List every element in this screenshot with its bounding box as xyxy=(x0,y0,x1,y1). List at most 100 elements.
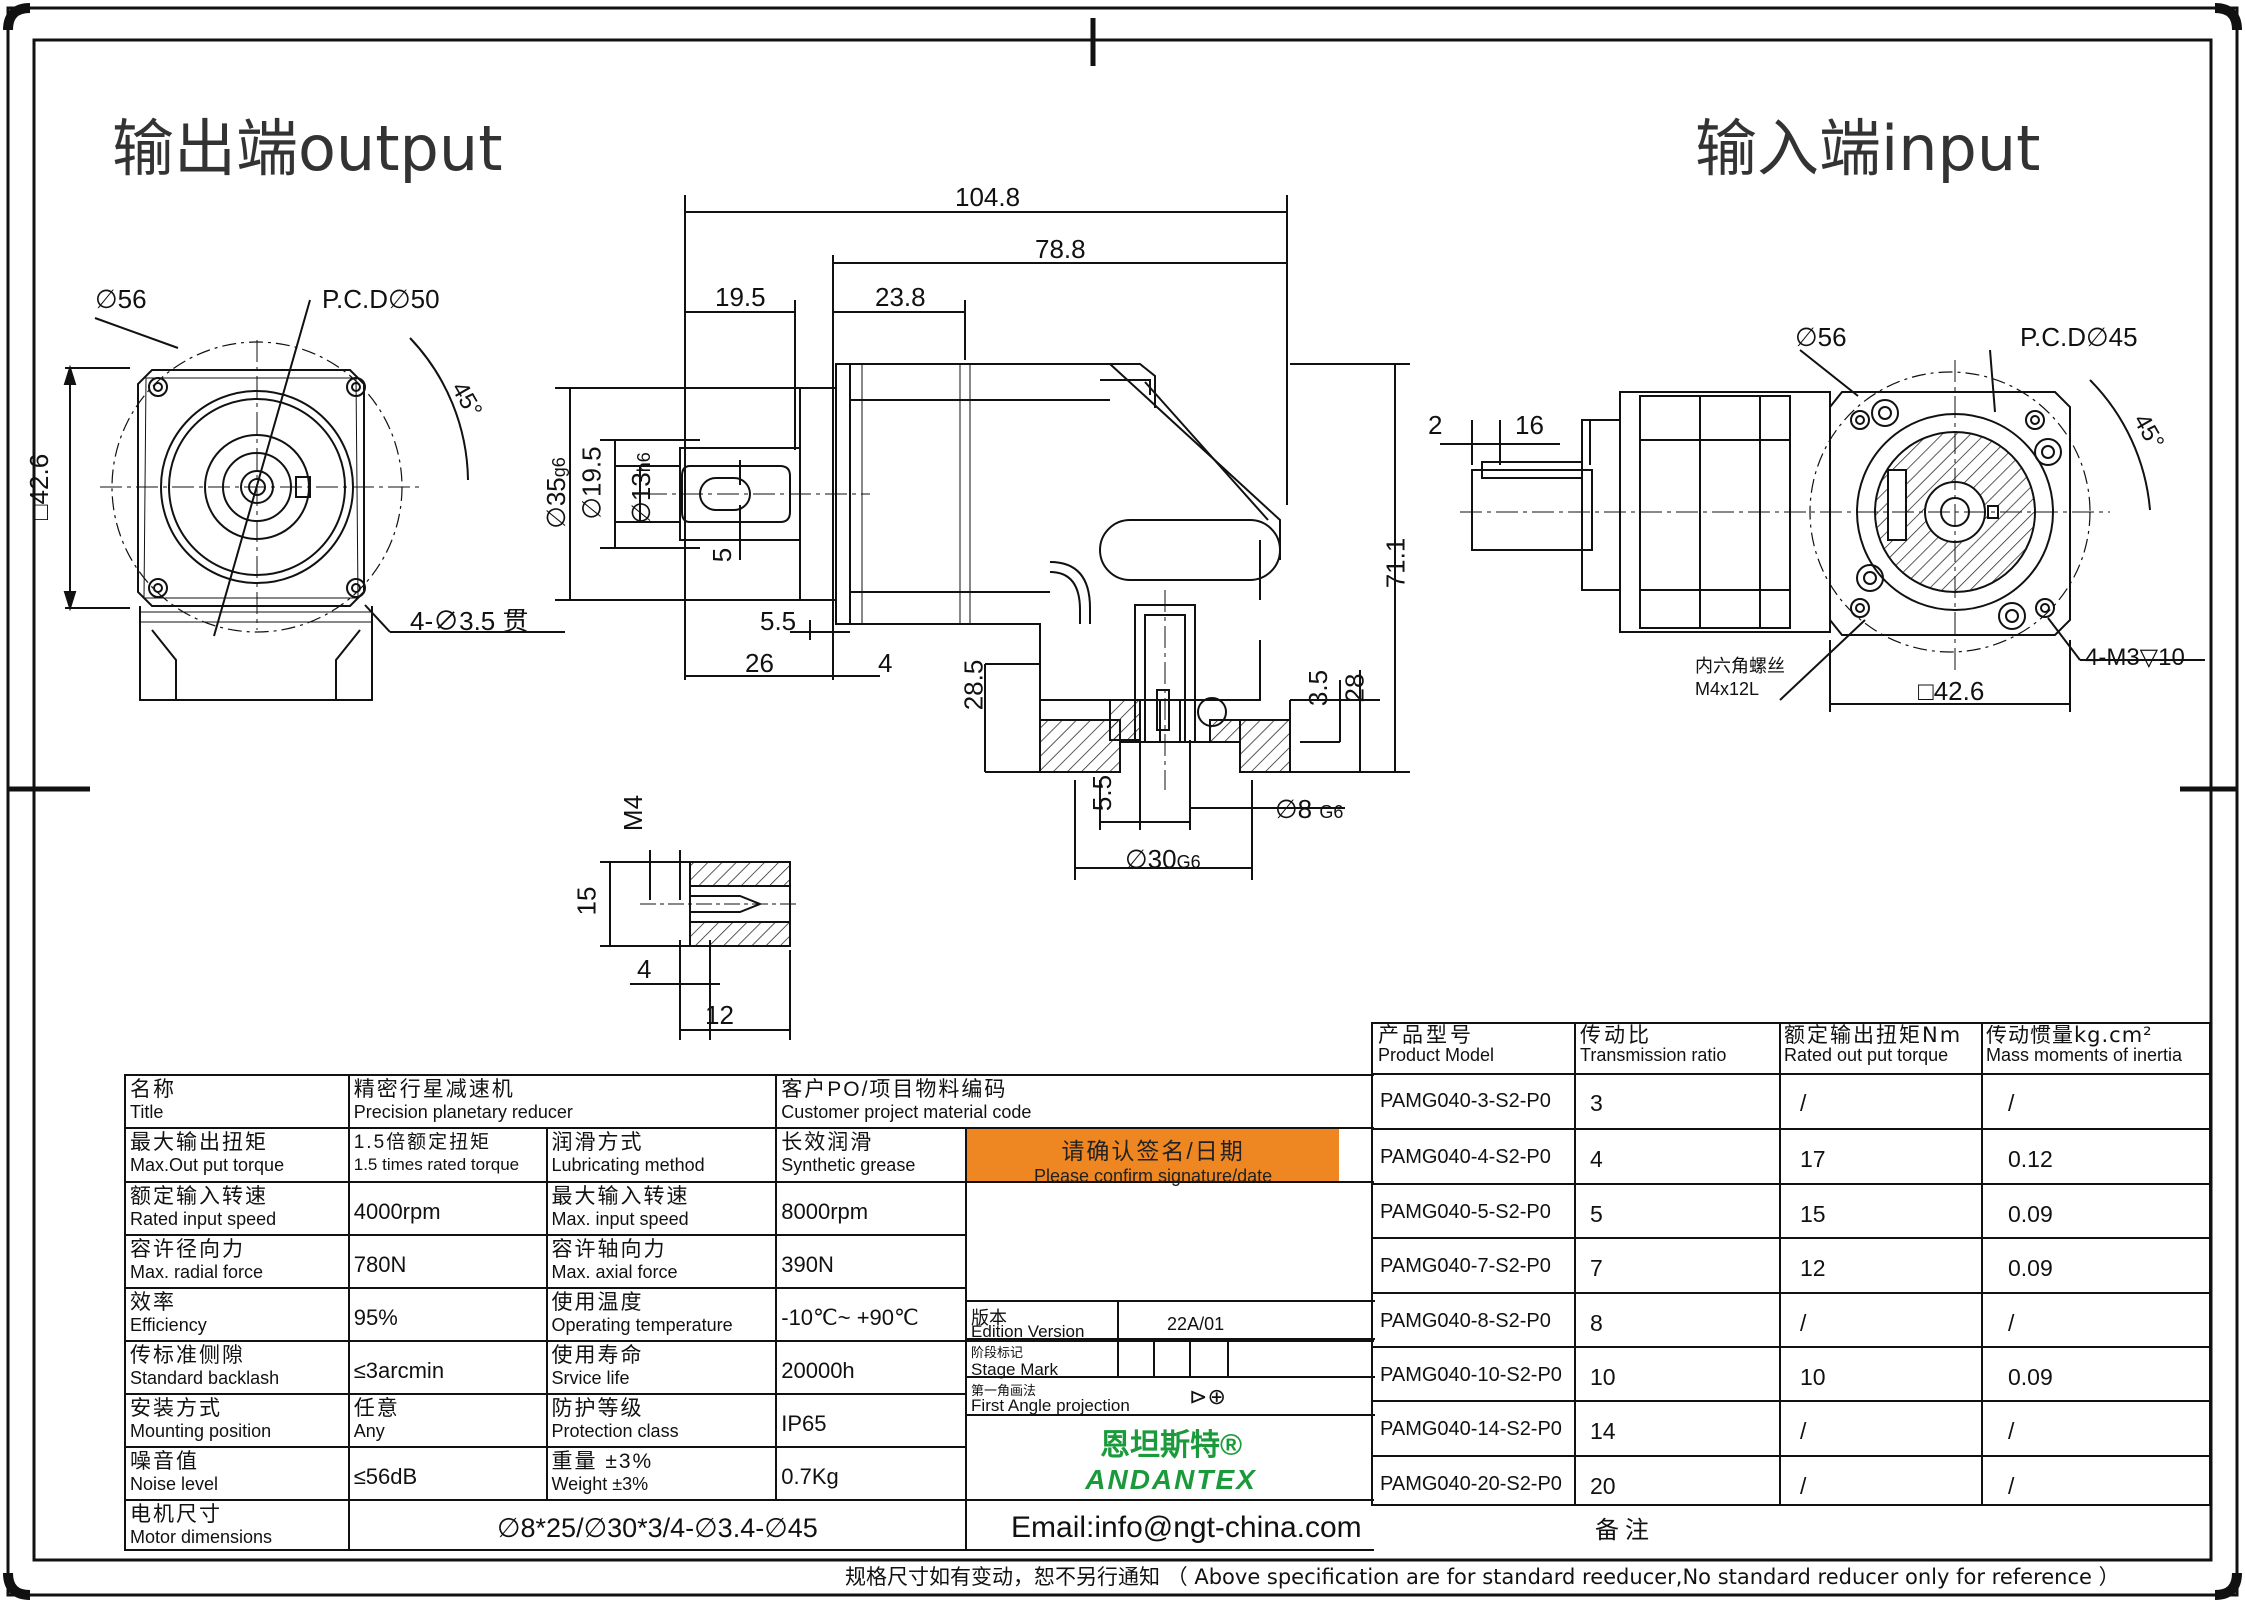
input-flange-view xyxy=(1440,349,2205,712)
wt-cn: 重量 ±3% xyxy=(551,1450,654,1473)
dim-dia-30: ∅30G6 xyxy=(1125,846,1201,872)
noise-value-cell: ≤56dB xyxy=(347,1446,548,1501)
email-cell: Email:info@ngt-china.com xyxy=(965,1499,1374,1551)
motor-cn: 电机尺寸 xyxy=(130,1503,222,1526)
prot-cn: 防护等级 xyxy=(551,1397,644,1420)
model-cell: PAMG040-10-S2-P0 xyxy=(1380,1364,1562,1386)
left-pcd: P.C.D∅50 xyxy=(322,284,440,314)
edition-value: 22A/01 xyxy=(1167,1314,1225,1334)
prot-value: IP65 xyxy=(781,1411,827,1436)
confirm-en: Please confirm signature/date xyxy=(1033,1166,1273,1186)
dim-104-8: 104.8 xyxy=(955,182,1021,212)
temp-en: Operating temperature xyxy=(551,1315,733,1335)
blank-area xyxy=(965,1181,1374,1341)
mount-value-cn: 任意 xyxy=(353,1397,400,1420)
right-dia-56: ∅56 xyxy=(1795,322,1847,352)
dim-dia-35-fit: g6 xyxy=(548,457,569,478)
edition-cn: 版本 xyxy=(971,1308,1008,1328)
dim-dia-8-fit: G6 xyxy=(1319,802,1344,822)
dim-dia-13: ∅13h6 xyxy=(626,452,656,524)
torque-cell: 10 xyxy=(1800,1364,1826,1390)
inertia-cell: 0.09 xyxy=(2008,1200,2053,1227)
right-square-42-6: □42.6 xyxy=(1918,676,1985,706)
stage-box-1 xyxy=(1117,1340,1155,1376)
model-table: 产品型号 Product Model 传动比 Transmission rati… xyxy=(1372,1023,2210,1505)
maxin-value-cell: 8000rpm xyxy=(775,1181,968,1236)
lub-cn: 润滑方式 xyxy=(551,1131,644,1154)
inertia-header: 传动惯量kg.cm² Mass moments of inertia xyxy=(1986,1025,2206,1065)
torque-cell: 17 xyxy=(1800,1146,1826,1173)
confirm-banner: 请确认签名/日期 Please confirm signature/date xyxy=(967,1129,1340,1186)
projection-row: 第一角画法 First Angle projection ⊳⊕ xyxy=(967,1376,1376,1416)
inertia-header-cn: 传动惯量kg.cm² xyxy=(1986,1025,2153,1047)
logo-en: ANDANTEX xyxy=(1085,1464,1257,1495)
dim-5: 5 xyxy=(707,547,738,563)
ratio-header: 传动比 Transmission ratio xyxy=(1580,1025,1780,1065)
logo-row: 恩坦斯特® ANDANTEX xyxy=(967,1414,1376,1495)
eff-value-cell: 95% xyxy=(347,1287,548,1342)
wt-en: Weight ±3% xyxy=(551,1474,649,1494)
rin-en: Rated input speed xyxy=(130,1209,277,1229)
maxin-cn: 最大输入转速 xyxy=(551,1185,690,1208)
maxout-value-en: 1.5 times rated torque xyxy=(353,1155,520,1174)
key-15: 15 xyxy=(571,886,602,916)
back-cn: 传标准侧隙 xyxy=(130,1344,245,1367)
stage-box-3 xyxy=(1189,1340,1230,1376)
output-flange-view xyxy=(63,299,565,701)
mount-value-en: Any xyxy=(353,1421,385,1441)
ratio-cell: 4 xyxy=(1590,1146,1603,1173)
sheet-frame xyxy=(3,3,2242,1600)
edition-divider xyxy=(1117,1302,1120,1340)
rad-value: 780N xyxy=(353,1252,407,1277)
torque-cell: / xyxy=(1800,1418,1807,1445)
key-m4: M4 xyxy=(618,794,649,832)
torque-cell: / xyxy=(1800,1309,1807,1336)
maxout-value-cn: 1.5倍额定扭矩 xyxy=(353,1132,492,1153)
prot-en: Protection class xyxy=(551,1421,679,1441)
ratio-cell: 8 xyxy=(1590,1309,1603,1336)
remark: 备注 xyxy=(1595,1516,1655,1544)
noise-en: Noise level xyxy=(130,1474,219,1494)
inertia-cell: / xyxy=(2008,1472,2015,1499)
dim-dia-35: ∅35g6 xyxy=(540,457,571,529)
temp-value: -10℃~ +90℃ xyxy=(781,1305,919,1330)
model-cell: PAMG040-4-S2-P0 xyxy=(1380,1146,1551,1169)
ratio-cell: 10 xyxy=(1590,1364,1616,1390)
ratio-cell: 5 xyxy=(1590,1200,1603,1227)
maxin-en: Max. input speed xyxy=(551,1209,689,1229)
dim-dia-35-value: ∅35 xyxy=(540,477,571,529)
ratio-header-cn: 传动比 xyxy=(1580,1023,1652,1047)
right-screw-cn: 内六角螺丝 xyxy=(1695,656,1785,677)
inertia-cell: / xyxy=(2008,1090,2015,1116)
ratio-cell: 3 xyxy=(1590,1090,1603,1116)
rad-en: Max. radial force xyxy=(130,1262,264,1282)
maxin-value: 8000rpm xyxy=(781,1199,869,1224)
email: Email:info@ngt-china.com xyxy=(1011,1511,1362,1544)
lub-value-en: Synthetic grease xyxy=(781,1155,916,1175)
left-square-42-6: □42.6 xyxy=(24,453,55,521)
dim-71-1: 71.1 xyxy=(1380,537,1411,589)
noise-value: ≤56dB xyxy=(353,1464,418,1489)
rad-cn: 容许径向力 xyxy=(130,1238,245,1261)
maxout-value-cell: 1.5倍额定扭矩 1.5 times rated torque xyxy=(347,1127,548,1183)
customer-cn: 客户PO/项目物料编码 xyxy=(781,1078,1008,1101)
stage-box-2 xyxy=(1153,1340,1191,1376)
dim-28: 28 xyxy=(1339,673,1370,703)
